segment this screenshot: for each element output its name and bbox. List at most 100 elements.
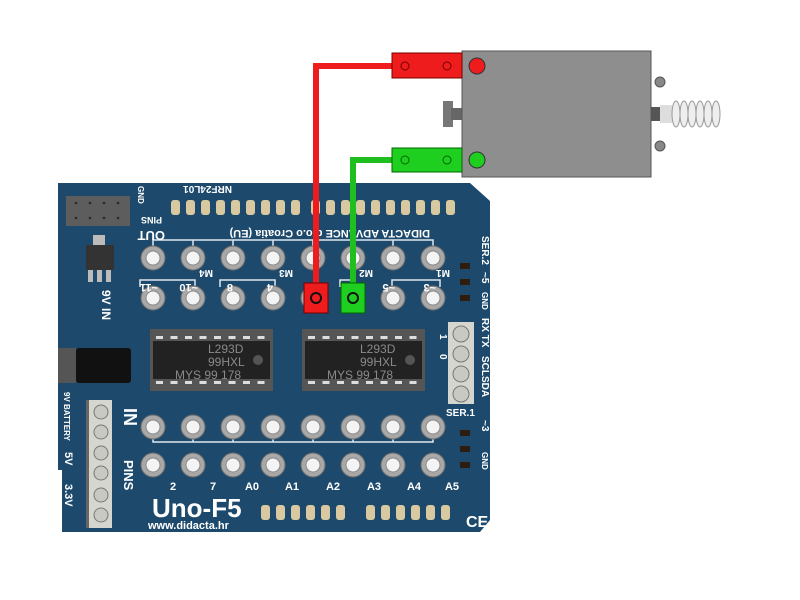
battery-label: 9V BATTERY [62,392,71,442]
shield-board [58,183,490,532]
pin-socket[interactable] [220,452,246,478]
header-pad [306,505,315,520]
header-pad [291,200,300,215]
in-pin-label: A2 [326,481,340,493]
ser2-label: SER.2 [479,236,490,265]
pin-socket[interactable] [380,245,406,271]
chip-marking: MYS 99 178 [327,368,393,382]
manufacturer-label: DIDACTA ADVANCE d.o.o Croatia (EU) [229,227,430,239]
header-pad [321,505,330,520]
pin-socket[interactable] [380,452,406,478]
pin-socket[interactable] [340,414,366,440]
dc-power-jack[interactable] [58,348,131,383]
pin-socket[interactable] [140,414,166,440]
ser1-label: SER.1 [446,408,475,419]
pin-socket[interactable] [420,245,446,271]
header-pad [186,200,195,215]
header-pad [441,505,450,520]
pin-socket[interactable] [180,414,206,440]
chip-marking: L293D [208,342,244,356]
header-pad [276,200,285,215]
pin-socket[interactable] [140,452,166,478]
out-pin-label: ~10 [179,281,198,293]
header-pad [356,200,365,215]
pin-socket[interactable] [420,285,446,311]
power-in-label: 9V IN [99,290,113,320]
header-pad [416,200,425,215]
in-pin-label: 2 [170,481,176,493]
green-connector[interactable] [391,147,486,173]
header-pad [261,200,270,215]
nrf24l01-label: NRF24L01 [183,183,232,194]
pin-socket[interactable] [300,414,326,440]
header-pad [366,505,375,520]
voltage-regulator [86,235,114,282]
serial-terminal-block[interactable] [448,322,474,404]
pin-socket[interactable] [140,245,166,271]
green-wire [350,157,395,295]
pin-socket[interactable] [260,245,286,271]
in-pin-label: A3 [367,481,381,493]
rx-tx-label: RX TX [479,318,490,348]
header-pad [411,505,420,520]
red-pin-plug[interactable] [303,282,329,314]
in-pin-label: A5 [445,481,459,493]
pin-socket[interactable] [380,285,406,311]
pin-socket[interactable] [180,452,206,478]
chip-marking: L293D [360,342,396,356]
red-connector[interactable] [391,52,486,79]
pin-socket[interactable] [220,245,246,271]
header-pad [216,200,225,215]
pin-socket[interactable] [220,285,246,311]
in-pin-label: 7 [210,481,216,493]
gnd-label: GND [136,186,145,204]
pin0-label: 0 [437,354,448,360]
chip-marking: 99HXL [208,355,245,369]
pin-socket[interactable] [220,414,246,440]
pins-label: PINS [141,215,162,225]
header-pad [291,505,300,520]
gnd-label-ser2: GND [480,292,489,310]
in-label: IN [120,408,140,426]
in-pin-label: A1 [285,481,299,493]
motor-label: M1 [436,267,450,278]
out-pin-label: ~3 [423,281,436,293]
pin-socket[interactable] [420,414,446,440]
header-pad [201,200,210,215]
pin-socket[interactable] [140,285,166,311]
pin-socket[interactable] [380,414,406,440]
pin-socket[interactable] [260,414,286,440]
header-pad [446,200,455,215]
in-pins-label: PINS [121,460,136,491]
motor-label: M3 [279,267,293,278]
power-terminal-block[interactable] [86,400,112,528]
header-pad [386,200,395,215]
motor-label: M4 [199,267,213,278]
pin-socket[interactable] [260,452,286,478]
pin-socket[interactable] [180,285,206,311]
nrf24l01-header [66,196,130,226]
out-pin-label: ~5 [382,281,395,293]
pin-socket[interactable] [260,285,286,311]
header-pad [246,200,255,215]
pin-socket[interactable] [300,452,326,478]
board-name: Uno-F5 [152,493,242,523]
pin-socket[interactable] [180,245,206,271]
gnd-label-ser1: GND [480,452,489,470]
in-pin-label: A0 [245,481,259,493]
solenoid [443,50,721,178]
3v3-label: 3.3V [62,484,74,507]
pin-socket[interactable] [340,452,366,478]
out-pin-label: 4 [266,281,273,293]
pin-socket[interactable] [420,452,446,478]
header-pad [401,200,410,215]
ce-mark: CE [466,514,489,531]
green-pin-plug[interactable] [340,282,366,314]
in-pin-label: A4 [407,481,422,493]
header-pad [231,200,240,215]
motor-label: M2 [359,267,373,278]
pin1-label: 1 [437,334,448,340]
